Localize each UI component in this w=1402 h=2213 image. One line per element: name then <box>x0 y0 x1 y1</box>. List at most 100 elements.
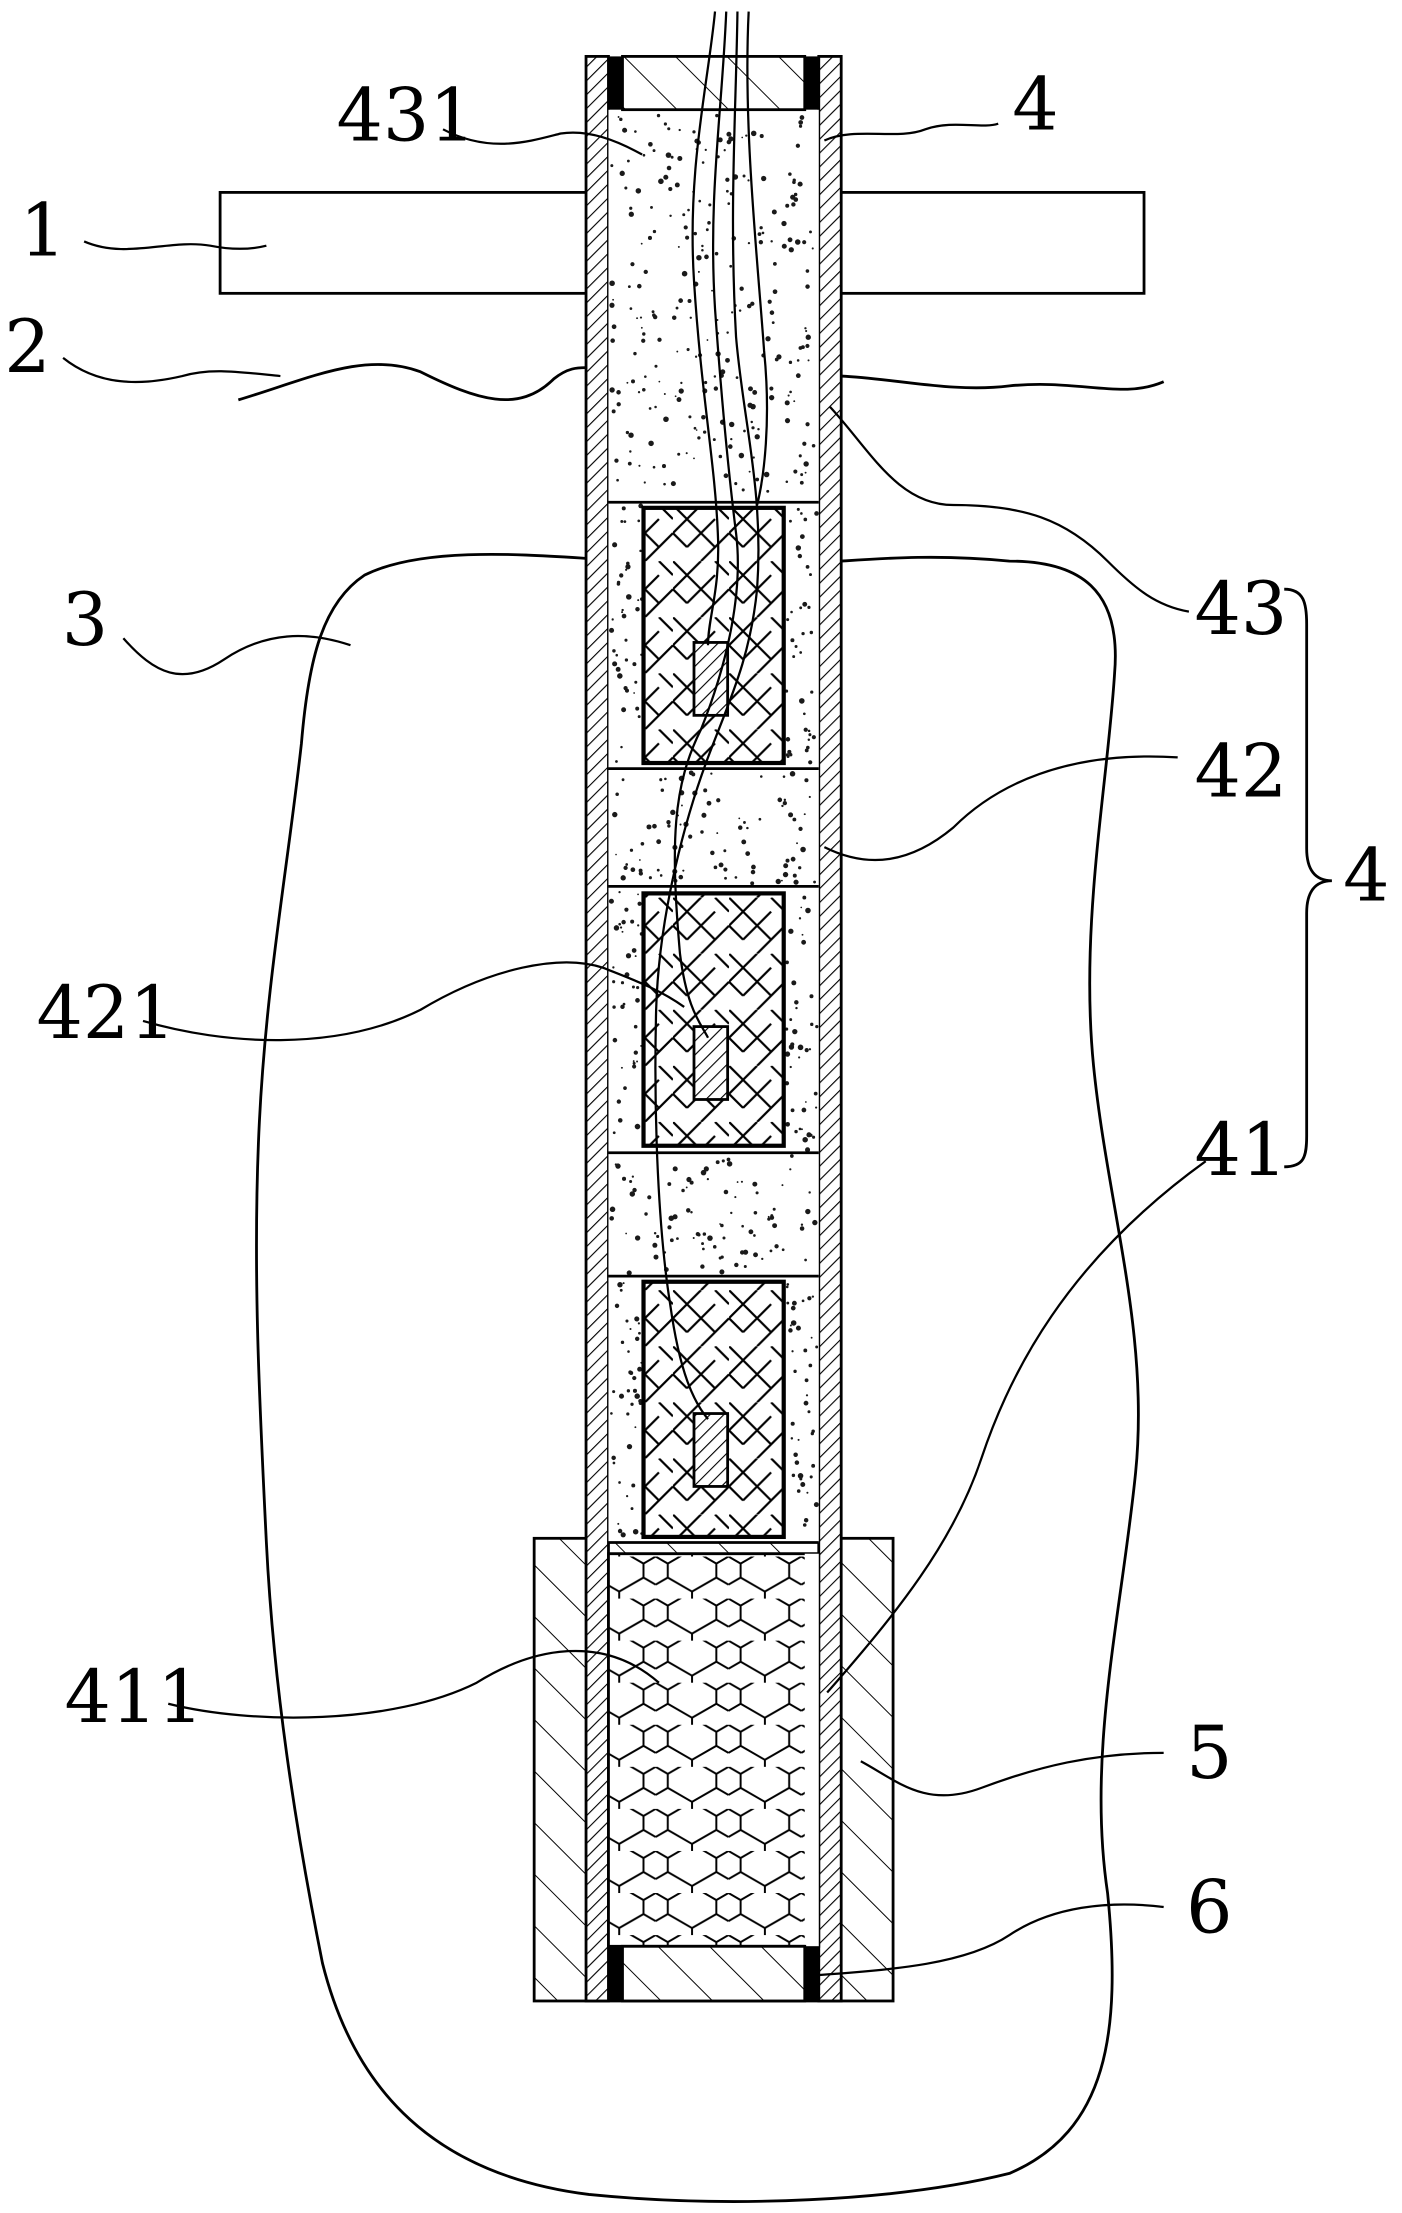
speckle-dot <box>792 1474 795 1477</box>
speckle-dot <box>612 324 617 329</box>
speckle-dot <box>735 876 738 879</box>
speckle-dot <box>620 1005 624 1009</box>
speckle-dot <box>619 1394 624 1399</box>
speckle-dot <box>798 120 803 125</box>
speckle-dot <box>766 490 769 493</box>
speckle-dot <box>798 827 802 831</box>
speckle-dot <box>796 842 798 844</box>
speckle-dot <box>610 1207 616 1213</box>
speckle-dot <box>631 1507 634 1510</box>
speckle-dot <box>612 980 615 983</box>
speckle-dot <box>747 179 749 181</box>
speckle-dot <box>749 471 751 473</box>
speckle-dot <box>628 285 631 288</box>
speckle-dot <box>633 1062 636 1065</box>
speckle-dot <box>634 1393 639 1398</box>
speckle-dot <box>804 813 806 815</box>
speckle-dot <box>770 240 772 242</box>
speckle-dot <box>637 520 640 523</box>
speckle-dot <box>630 307 633 310</box>
speckle-dot <box>624 129 627 132</box>
speckle-dot <box>811 1432 814 1435</box>
speckle-dot <box>740 1250 744 1254</box>
speckle-dot <box>657 114 660 117</box>
label-43: 43 <box>1195 567 1288 652</box>
speckle-dot <box>804 778 808 782</box>
speckle-dot <box>802 1137 807 1142</box>
speckle-dot <box>667 824 670 827</box>
speckle-dot <box>615 793 619 797</box>
speckle-dot <box>800 907 802 909</box>
speckle-dot <box>743 821 746 824</box>
speckle-dot <box>796 144 800 148</box>
speckle-dot <box>638 1322 640 1324</box>
speckle-dot <box>653 230 656 233</box>
label-411: 411 <box>64 1655 203 1740</box>
speckle-dot <box>764 472 770 478</box>
speckle-dot <box>618 116 620 118</box>
speckle-dot <box>781 1184 783 1186</box>
speckle-dot <box>783 872 788 877</box>
speckle-dot <box>793 874 797 878</box>
speckle-dot <box>631 1483 635 1487</box>
speckle-dot <box>723 849 726 852</box>
speckle-dot <box>639 871 643 875</box>
speckle-dot <box>656 1235 659 1238</box>
speckle-dot <box>626 382 628 384</box>
speckle-dot <box>714 375 716 377</box>
speckle-dot <box>791 1306 796 1311</box>
speckle-dot <box>792 1301 797 1306</box>
speckle-dot <box>609 1216 614 1221</box>
speckle-dot <box>751 870 755 874</box>
speckle-dot <box>629 1180 632 1183</box>
speckle-dot <box>632 1175 634 1177</box>
speckle-dot <box>772 210 777 215</box>
speckle-dot <box>752 1182 757 1187</box>
speckle-dot <box>615 760 618 763</box>
speckle-dot <box>637 893 639 895</box>
speckle-dot <box>637 924 639 926</box>
speckle-dot <box>682 271 688 277</box>
speckle-dot <box>666 152 672 158</box>
top-seal-right <box>805 56 819 109</box>
speckle-dot <box>791 980 796 985</box>
speckle-dot <box>707 339 709 341</box>
speckle-dot <box>782 244 787 249</box>
speckle-dot <box>805 1209 810 1214</box>
speckle-dot <box>810 1475 813 1478</box>
speckle-dot <box>630 1403 633 1406</box>
speckle-dot <box>805 1101 807 1103</box>
speckle-dot <box>798 1056 800 1058</box>
speckle-dot <box>624 639 627 642</box>
speckle-dot <box>730 1212 732 1214</box>
speckle-dot <box>635 607 639 611</box>
speckle-dot <box>801 1224 803 1226</box>
speckle-dot <box>789 1018 792 1021</box>
speckle-dot <box>747 403 752 408</box>
speckle-dot <box>793 880 798 885</box>
speckle-dot <box>612 1390 615 1393</box>
speckle-dot <box>804 1259 807 1262</box>
speckle-dot <box>638 391 640 393</box>
speckle-dot <box>620 171 625 176</box>
speckle-dot <box>808 739 810 741</box>
speckle-dot <box>616 390 621 395</box>
speckle-dot <box>812 1136 815 1139</box>
speckle-dot <box>799 125 802 128</box>
speckle-dot <box>621 1341 624 1344</box>
speckle-dot <box>703 788 707 792</box>
speckle-dot <box>808 760 812 764</box>
speckle-dot <box>628 462 632 466</box>
speckle-dot <box>637 599 639 601</box>
speckle-dot <box>805 908 811 914</box>
speckle-dot <box>789 391 792 394</box>
speckle-dot <box>622 1177 626 1181</box>
speckle-dot <box>614 925 619 930</box>
speckle-dot <box>669 215 671 217</box>
speckle-dot <box>612 812 617 817</box>
speckle-dot <box>803 1523 807 1527</box>
leader-5 <box>861 1753 1164 1796</box>
speckle-dot <box>738 825 742 829</box>
speckle-dot <box>715 252 719 256</box>
speckle-dot <box>796 373 801 378</box>
